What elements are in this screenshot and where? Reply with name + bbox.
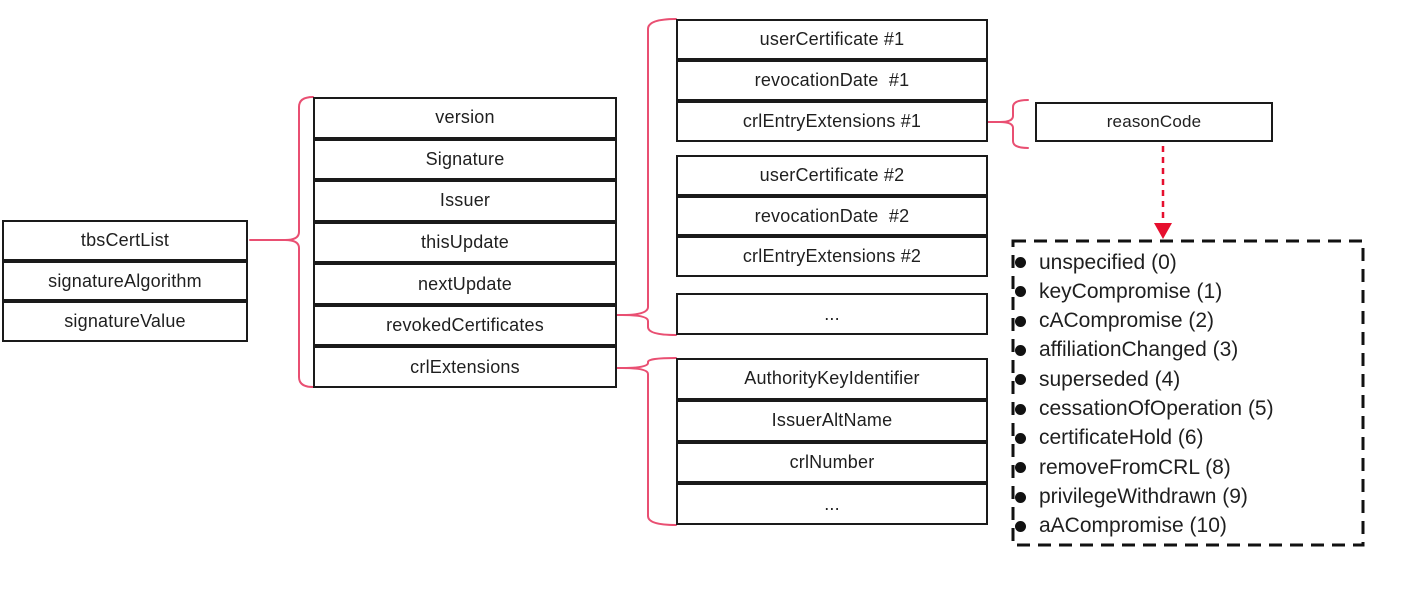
field-row-issueraltname: IssuerAltName: [676, 399, 988, 442]
field-label: IssuerAltName: [771, 410, 893, 431]
field-row-thisupdate: thisUpdate: [313, 221, 617, 264]
reason-code-label: privilegeWithdrawn (9): [1039, 485, 1248, 509]
bullet-icon: [1015, 520, 1026, 532]
field-label: crlEntryExtensions #1: [742, 111, 922, 131]
field-row-signaturevalue: signatureValue: [2, 301, 248, 343]
list-item: removeFromCRL (8): [1015, 453, 1359, 482]
revoked-entries-ellipsis-box: ...: [676, 293, 988, 335]
brace-crl-extensions: [616, 357, 677, 526]
revoked-entry-2-group: userCertificate #2 revocationDate #2 crl…: [676, 155, 988, 278]
list-item: superseded (4): [1015, 365, 1359, 394]
field-row-revocationdate-2: revocationDate #2: [676, 195, 988, 237]
field-row-authoritykeyidentifier: AuthorityKeyIdentifier: [676, 358, 988, 400]
reason-code-label: removeFromCRL (8): [1039, 455, 1231, 479]
bullet-icon: [1015, 432, 1026, 444]
ellipsis-row: ...: [676, 483, 988, 525]
reason-code-arrow: [1154, 146, 1172, 239]
bullet-icon: [1015, 344, 1026, 356]
ellipsis-row: ...: [676, 293, 988, 335]
field-row-signaturealgorithm: signatureAlgorithm: [2, 260, 248, 302]
list-item: cACompromise (2): [1015, 307, 1359, 336]
tbs-cert-list-column: version Signature Issuer thisUpdate next…: [313, 97, 617, 389]
field-label: crlNumber: [789, 451, 875, 472]
field-row-signature: Signature: [313, 138, 617, 181]
field-row-crlnumber: crlNumber: [676, 441, 988, 484]
list-item: keyCompromise (1): [1015, 277, 1359, 306]
field-label: version: [435, 107, 495, 128]
field-label: AuthorityKeyIdentifier: [744, 368, 920, 389]
bullet-icon: [1015, 315, 1026, 327]
field-label: signatureValue: [64, 311, 186, 332]
brace-reason-code: [987, 99, 1029, 149]
bullet-icon: [1015, 462, 1026, 474]
list-item: privilegeWithdrawn (9): [1015, 483, 1359, 512]
field-row-usercertificate-1: userCertificate #1: [676, 19, 988, 60]
field-row-revokedcertificates: revokedCertificates: [313, 304, 617, 347]
field-row-usercertificate-2: userCertificate #2: [676, 155, 988, 196]
reason-code-label: unspecified (0): [1039, 250, 1177, 274]
field-label: userCertificate #1: [759, 29, 905, 49]
reason-code-label: affiliationChanged (3): [1039, 338, 1239, 362]
list-item: aACompromise (10): [1015, 512, 1359, 541]
reason-code-label: certificateHold (6): [1039, 426, 1204, 450]
bullet-icon: [1015, 286, 1026, 298]
certificate-list-column: tbsCertList signatureAlgorithm signature…: [2, 220, 248, 343]
field-row-tbscertlist: tbsCertList: [2, 220, 248, 261]
field-row-crlextensions: crlExtensions: [313, 346, 617, 389]
reason-code-label: keyCompromise (1): [1039, 279, 1223, 303]
field-row-revocationdate-1: revocationDate #1: [676, 60, 988, 101]
list-item: unspecified (0): [1015, 248, 1359, 277]
ellipsis-label: ...: [824, 493, 840, 514]
field-row-version: version: [313, 97, 617, 139]
field-row-crlentryextensions-1: crlEntryExtensions #1: [676, 101, 988, 142]
bullet-icon: [1015, 403, 1026, 415]
list-item: cessationOfOperation (5): [1015, 395, 1359, 424]
reason-code-label: aACompromise (10): [1039, 514, 1227, 538]
field-row-issuer: Issuer: [313, 180, 617, 222]
ellipsis-label: ...: [824, 303, 840, 324]
field-label: Signature: [425, 148, 505, 169]
reason-code-label: cessationOfOperation (5): [1039, 397, 1274, 421]
field-label: Issuer: [439, 190, 491, 211]
reason-code-label: superseded (4): [1039, 367, 1181, 391]
revoked-entry-1-group: userCertificate #1 revocationDate #1 crl…: [676, 19, 988, 142]
field-label: crlEntryExtensions #2: [742, 246, 922, 267]
brace-tbscertlist: [249, 96, 314, 388]
reason-code-box: reasonCode: [1035, 102, 1273, 142]
crl-extensions-group: AuthorityKeyIdentifier IssuerAltName crl…: [676, 358, 988, 525]
field-label: revocationDate #2: [754, 205, 910, 226]
reason-code-list: unspecified (0) keyCompromise (1) cAComp…: [1013, 241, 1363, 545]
field-label: crlExtensions: [410, 356, 520, 377]
bullet-icon: [1015, 491, 1026, 503]
field-label: userCertificate #2: [759, 164, 905, 185]
field-row-nextupdate: nextUpdate: [313, 263, 617, 305]
brace-revoked-certificates: [616, 18, 677, 336]
list-item: affiliationChanged (3): [1015, 336, 1359, 365]
field-label: revocationDate #1: [754, 70, 910, 90]
bullet-icon: [1015, 374, 1026, 386]
field-label: tbsCertList: [80, 229, 170, 250]
reason-code-label: cACompromise (2): [1039, 309, 1215, 333]
list-item: certificateHold (6): [1015, 424, 1359, 453]
field-label: signatureAlgorithm: [48, 270, 202, 291]
field-label: revokedCertificates: [386, 315, 544, 336]
field-row-crlentryextensions-2: crlEntryExtensions #2: [676, 236, 988, 278]
field-label: thisUpdate: [420, 232, 510, 253]
field-label: reasonCode: [1106, 112, 1202, 131]
field-label: nextUpdate: [417, 273, 513, 294]
bullet-icon: [1015, 257, 1026, 268]
field-row-reasoncode: reasonCode: [1035, 102, 1273, 142]
